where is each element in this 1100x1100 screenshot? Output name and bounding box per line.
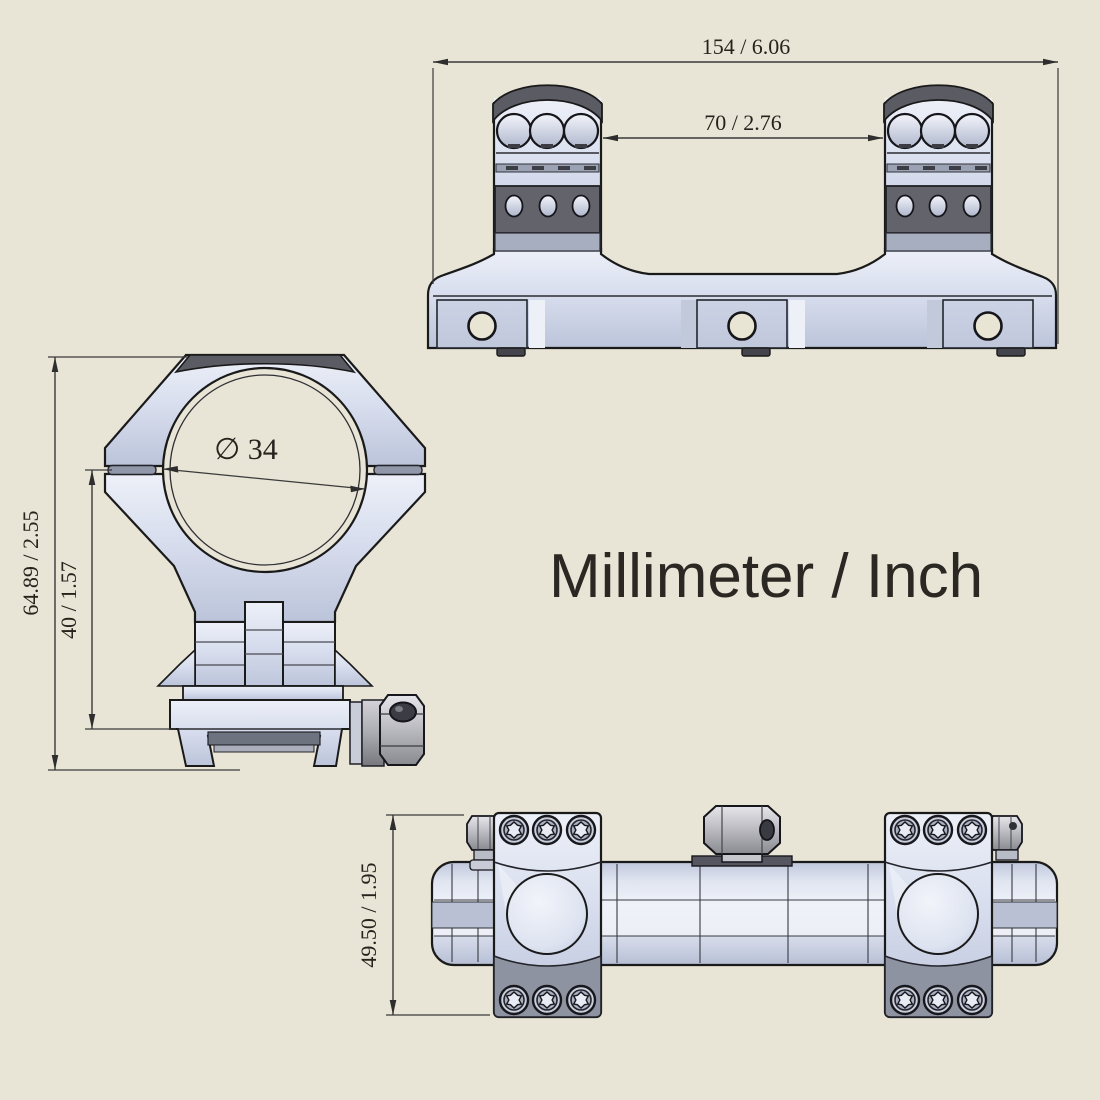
rail-face-band [213, 744, 315, 753]
front-view: ∅ 34 64.89 / 2.55 40 / 1.57 [18, 353, 427, 771]
ring-cap-screw-icon [528, 112, 566, 150]
ring-cap-screw-icon [953, 112, 991, 150]
ring-split-line [495, 163, 600, 173]
split-line-marks [506, 166, 596, 170]
tower-port-icon [504, 194, 524, 218]
plate-gloss [498, 864, 524, 914]
front-ring-tower [492, 84, 603, 252]
ring-bore [161, 366, 369, 574]
plate-gloss [889, 864, 915, 914]
side-hex-nut [466, 815, 502, 871]
dim-mount-width: 49.50 / 1.95 [356, 814, 490, 1016]
rear-ring-tower [883, 84, 994, 252]
torx-screw-icon [531, 984, 563, 1016]
torx-screw-icon [565, 814, 597, 846]
split-screw-boss [107, 464, 157, 476]
top-view: 49.50 / 1.95 [356, 805, 1059, 1019]
tower-port-icon [928, 194, 948, 218]
ring-saddle-dome [506, 873, 588, 955]
ring-cap [883, 84, 994, 124]
tower-port-icon [571, 194, 591, 218]
dim-ring-diameter-label: ∅ 34 [214, 433, 278, 466]
ring-cap-screw-icon [495, 112, 533, 150]
mount-base [426, 247, 1058, 350]
end-cap-band [990, 901, 1058, 929]
base-bevel-shading [529, 300, 943, 348]
torx-screw-icon [565, 984, 597, 1016]
tower-gray-band [494, 232, 601, 252]
side-view: 154 / 6.06 70 / 2.76 [426, 34, 1059, 357]
ring-cap [492, 84, 603, 124]
front-clamp-plate [466, 811, 603, 1019]
side-hex-nut [987, 815, 1023, 861]
split-line-marks [897, 166, 987, 170]
base-hole [727, 311, 757, 341]
clamp-flare-right [334, 648, 374, 687]
ring-saddle-dome [897, 873, 979, 955]
ring-cap-screw-icon [886, 112, 924, 150]
claw-upper-band [182, 685, 344, 701]
dim-overall-length: 154 / 6.06 [432, 34, 1059, 344]
ring-top-face [173, 354, 357, 374]
dim-ring-spacing-label: 70 / 2.76 [704, 110, 782, 135]
dim-overall-length-label: 154 / 6.06 [702, 34, 791, 59]
dim-overall-height: 64.89 / 2.55 [18, 356, 240, 771]
torx-screw-icon [922, 814, 954, 846]
end-cap-band [431, 901, 499, 929]
torx-screw-icon [922, 984, 954, 1016]
tower-gray-band [885, 232, 992, 252]
dim-mount-width-label: 49.50 / 1.95 [356, 862, 381, 967]
base-hole [467, 311, 497, 341]
nut-cross-hole [389, 701, 417, 723]
tower-port-icon [895, 194, 915, 218]
dim-overall-height-label: 64.89 / 2.55 [18, 510, 43, 615]
dim-ring-spacing: 70 / 2.76 [603, 110, 883, 142]
ring-split-line [886, 163, 991, 173]
base-mount-holes [467, 311, 1003, 341]
rail-lugs [496, 347, 1026, 357]
torx-screw-icon [531, 814, 563, 846]
torx-screw-icon [956, 984, 988, 1016]
dim-center-height: 40 / 1.57 [56, 469, 176, 730]
tower-port-icon [962, 194, 982, 218]
bolt-cross-hole [759, 819, 775, 841]
tower-port-icon [538, 194, 558, 218]
units-label: Millimeter / Inch [549, 542, 983, 611]
clamp-flare-left [156, 648, 196, 687]
recoil-tab-edges [245, 629, 283, 655]
rear-clamp-plate [883, 811, 1023, 1019]
ring-cap-screw-icon [919, 112, 957, 150]
dim-center-height-label: 40 / 1.57 [56, 561, 81, 639]
rail-shadow-band [207, 731, 321, 746]
ring-cap-screw-icon [562, 112, 600, 150]
split-screw-boss [373, 464, 423, 476]
recoil-tab [244, 601, 284, 691]
bolt-hex-head [703, 805, 781, 855]
dim-ring-diameter: ∅ 34 [162, 433, 366, 493]
torx-screw-icon [956, 814, 988, 846]
torx-screw-icon [498, 984, 530, 1016]
base-hole [973, 311, 1003, 341]
clamp-washer [349, 701, 363, 765]
center-clamp-bolt [691, 805, 793, 867]
nut-hole-highlight [395, 706, 403, 712]
torx-screw-icon [889, 984, 921, 1016]
torx-screw-icon [889, 814, 921, 846]
torx-screw-icon [498, 814, 530, 846]
